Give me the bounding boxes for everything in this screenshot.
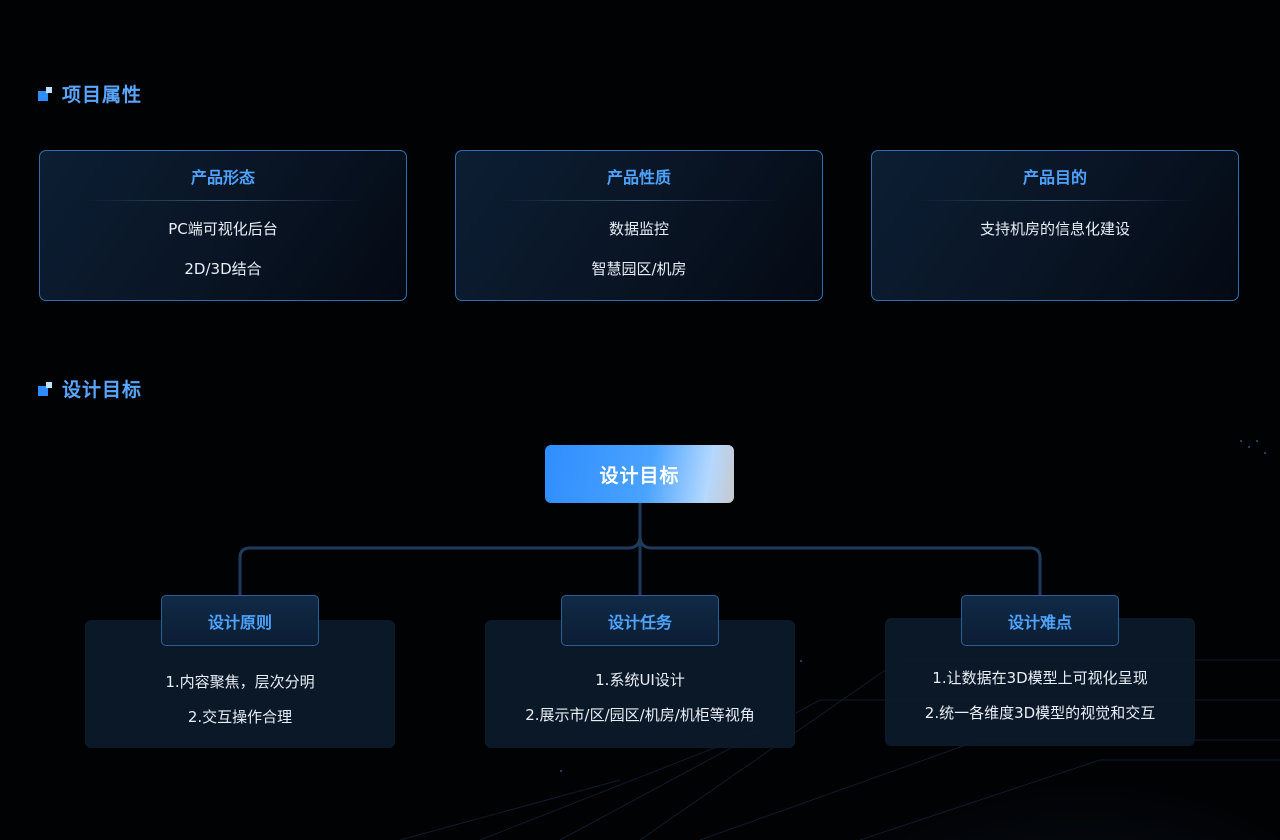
- card-line: 数据监控: [608, 220, 669, 238]
- card-line: 2D/3D结合: [184, 260, 262, 278]
- goal-item: 2.统一各维度3D模型的视觉和交互: [924, 704, 1156, 722]
- card-line: PC端可视化后台: [168, 220, 278, 238]
- goal-panel-difficulties: 1.让数据在3D模型上可视化呈现 2.统一各维度3D模型的视觉和交互: [885, 618, 1195, 746]
- card-line: 智慧园区/机房: [591, 260, 687, 278]
- goal-tab-tasks: 设计任务: [561, 595, 719, 646]
- goal-tab-difficulties: 设计难点: [961, 595, 1119, 646]
- attribute-card-nature: 产品性质 数据监控 智慧园区/机房: [455, 150, 823, 301]
- goal-root-node: 设计目标: [545, 445, 734, 503]
- goal-panel-principles: 1.内容聚焦，层次分明 2.交互操作合理: [85, 620, 395, 748]
- attribute-card-form: 产品形态 PC端可视化后台 2D/3D结合: [39, 150, 407, 301]
- goal-item: 1.让数据在3D模型上可视化呈现: [932, 669, 1148, 687]
- card-line: 支持机房的信息化建设: [979, 220, 1130, 238]
- goal-tab-label: 设计难点: [1007, 612, 1072, 632]
- attribute-card-purpose: 产品目的 支持机房的信息化建设: [871, 150, 1239, 301]
- goal-tab-principles: 设计原则: [161, 595, 319, 646]
- goal-item: 1.内容聚焦，层次分明: [165, 673, 315, 691]
- card-divider: [499, 200, 779, 201]
- card-title: 产品性质: [606, 168, 671, 187]
- goal-item: 2.展示市/区/园区/机房/机柜等视角: [525, 706, 755, 724]
- card-divider: [915, 200, 1195, 201]
- section-title-text: 项目属性: [62, 84, 143, 106]
- card-title: 产品形态: [190, 168, 255, 187]
- goal-item: 2.交互操作合理: [187, 708, 293, 726]
- section-title-attributes: 项目属性: [38, 80, 142, 107]
- goal-root-label: 设计目标: [599, 464, 680, 487]
- goal-tab-label: 设计原则: [207, 612, 272, 632]
- goal-item: 1.系统UI设计: [595, 671, 685, 689]
- card-divider: [83, 200, 363, 201]
- goal-tab-label: 设计任务: [607, 612, 672, 632]
- section-bullet-icon: [38, 86, 52, 101]
- card-title: 产品目的: [1022, 168, 1087, 187]
- section-title-text: 设计目标: [62, 379, 143, 401]
- section-bullet-icon: [38, 381, 52, 396]
- section-title-goals: 设计目标: [38, 375, 142, 402]
